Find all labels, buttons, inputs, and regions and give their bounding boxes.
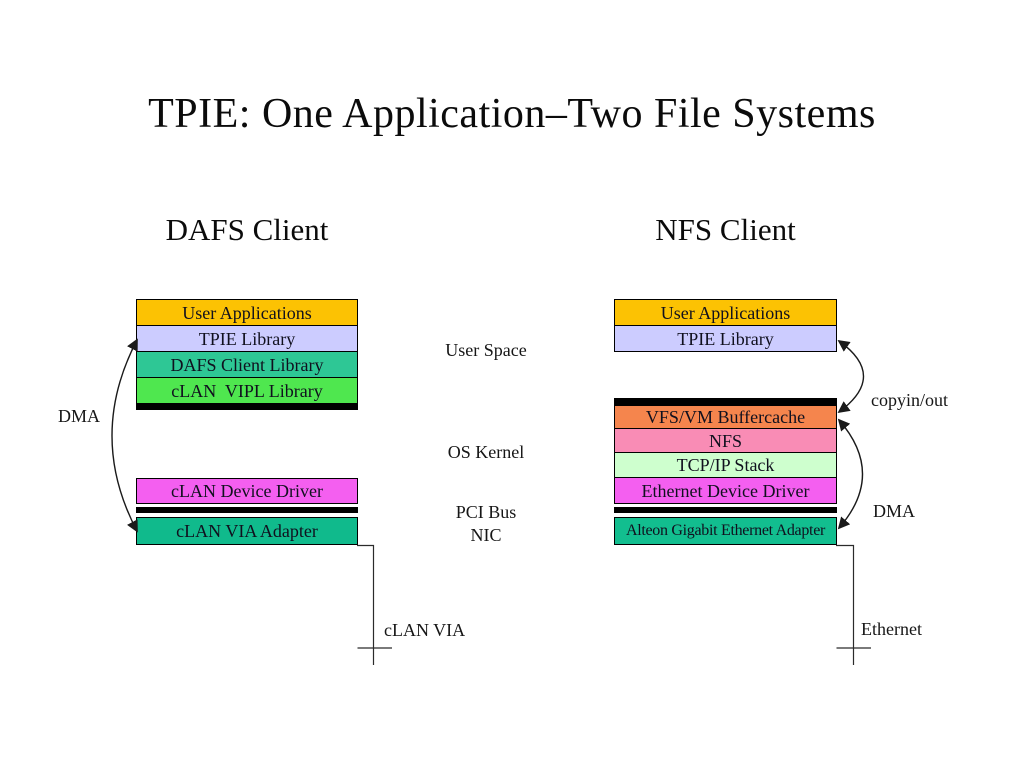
box-alteon-gigabit-ethernet-adapter: Alteon Gigabit Ethernet Adapter [614, 517, 837, 545]
bus-bar-left-top [136, 403, 358, 410]
box-tpie-library-left: TPIE Library [136, 325, 358, 352]
box-ethernet-device-driver: Ethernet Device Driver [614, 477, 837, 504]
box-label: TPIE Library [198, 328, 296, 349]
label-user-space: User Space [445, 340, 527, 360]
box-clan-via-adapter: cLAN VIA Adapter [136, 517, 358, 545]
right-column-header: NFS Client [655, 212, 796, 247]
box-tcpip-stack: TCP/IP Stack [614, 452, 837, 478]
left-column-header: DAFS Client [165, 212, 329, 247]
label-os-kernel: OS Kernel [447, 442, 525, 462]
clan-via-wire-line [357, 544, 375, 665]
box-label: Ethernet Device Driver [641, 480, 810, 501]
box-user-applications-right: User Applications [614, 299, 837, 326]
box-clan-device-driver: cLAN Device Driver [136, 478, 358, 504]
slide-title: TPIE: One Application–Two File Systems [148, 91, 876, 137]
bus-bar-right-top [614, 398, 837, 405]
box-label: TCP/IP Stack [676, 455, 775, 475]
box-label: cLAN VIA Adapter [176, 521, 318, 541]
box-label: VFS/VM Buffercache [645, 407, 806, 427]
label-copyin-out: copyin/out [871, 390, 948, 410]
label-dma-left: DMA [58, 406, 101, 426]
box-nfs: NFS [614, 428, 837, 453]
box-tpie-library-right: TPIE Library [614, 325, 837, 352]
box-label: cLAN Device Driver [171, 481, 323, 501]
copyin-out-arrow [837, 339, 864, 414]
bus-bar-left-pci [136, 507, 358, 513]
box-dafs-client-library: DAFS Client Library [136, 351, 358, 378]
label-pci-bus: PCI Bus [455, 502, 517, 522]
dma-arrow-left [111, 338, 138, 533]
box-label: NFS [708, 430, 743, 451]
box-label: TPIE Library [677, 328, 774, 349]
box-clan-vipl-library: cLAN VIPL Library [136, 377, 358, 404]
box-label: User Applications [182, 302, 312, 323]
dma-arrow-right [837, 418, 864, 530]
label-ethernet-wire: Ethernet [861, 619, 922, 639]
ethernet-wire-line [836, 544, 855, 665]
label-nic: NIC [470, 525, 502, 545]
bus-bar-right-pci [614, 507, 837, 513]
label-dma-right: DMA [873, 501, 916, 521]
box-user-applications-left: User Applications [136, 299, 358, 326]
box-label: cLAN VIPL Library [171, 380, 323, 401]
box-label: User Applications [660, 302, 791, 323]
box-label: DAFS Client Library [170, 354, 324, 375]
box-label: Alteon Gigabit Ethernet Adapter [625, 522, 826, 539]
label-clan-via-wire: cLAN VIA [384, 620, 466, 640]
box-vfs-vm-buffercache: VFS/VM Buffercache [614, 405, 837, 429]
